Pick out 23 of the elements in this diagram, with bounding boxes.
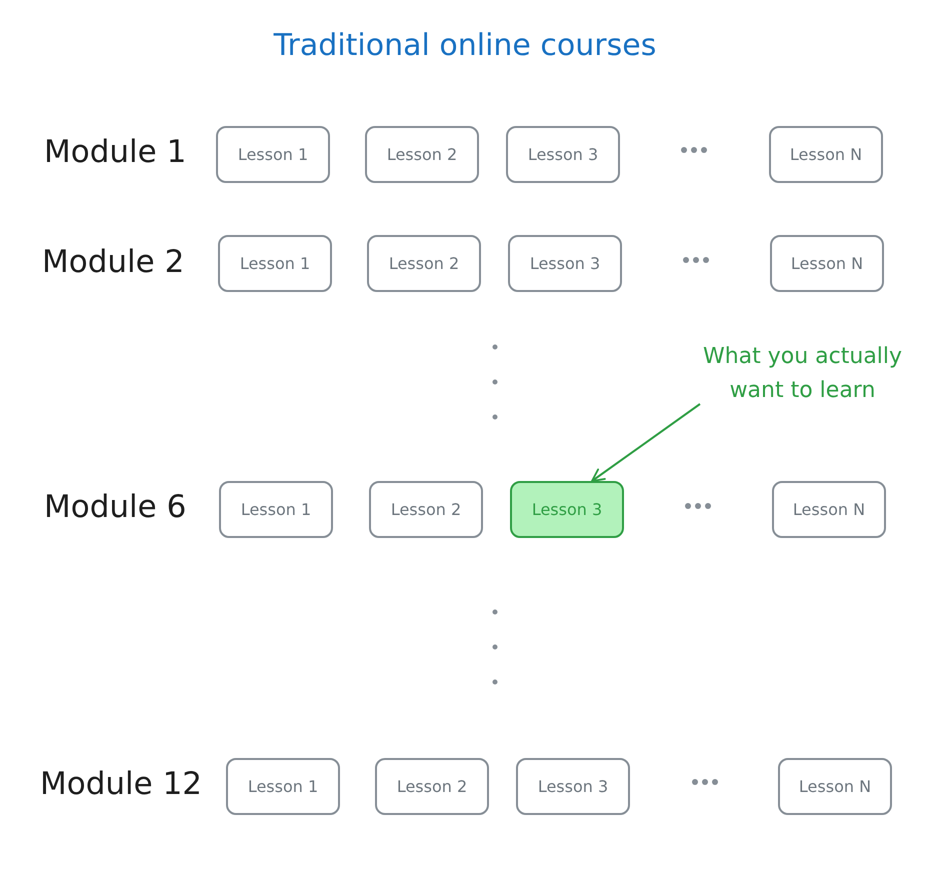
diagram-title: Traditional online courses (272, 28, 658, 63)
module-label: Module 6 (44, 489, 186, 525)
lesson-box: Lesson 1 (216, 126, 330, 183)
lesson-box: Lesson 2 (375, 758, 489, 815)
highlighted-lesson-box: Lesson 3 (510, 481, 624, 538)
lesson-box: Lesson 2 (367, 235, 481, 292)
lesson-box: Lesson N (778, 758, 892, 815)
arrow (591, 403, 701, 482)
lesson-box: Lesson 1 (218, 235, 332, 292)
module-label: Module 2 (42, 244, 184, 280)
lesson-box: Lesson N (772, 481, 886, 538)
module-label: Module 12 (40, 766, 202, 802)
lesson-box: Lesson 2 (369, 481, 483, 538)
lesson-box: Lesson 1 (219, 481, 333, 538)
lesson-box: Lesson N (769, 126, 883, 183)
lesson-box: Lesson 2 (365, 126, 479, 183)
lesson-box: Lesson 3 (516, 758, 630, 815)
lesson-box: Lesson 3 (508, 235, 622, 292)
module-label: Module 1 (44, 134, 186, 170)
lesson-box: Lesson N (770, 235, 884, 292)
annotation-text: What you actually want to learn (700, 340, 905, 408)
lesson-box: Lesson 3 (506, 126, 620, 183)
lesson-box: Lesson 1 (226, 758, 340, 815)
